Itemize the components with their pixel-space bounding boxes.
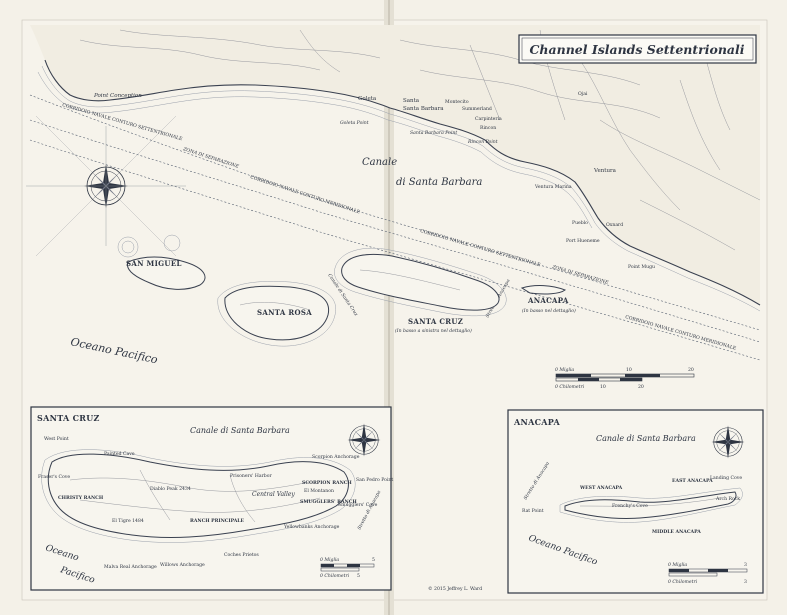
mainland xyxy=(30,25,761,312)
inset-ana-channel: Canale di Santa Barbara xyxy=(596,434,696,443)
svg-text:20: 20 xyxy=(688,367,694,373)
label-santa-barbara-point: Santa Barbara Point xyxy=(410,130,457,136)
label-santa-barbara-l1: Santa xyxy=(403,98,420,104)
svg-text:0 Chilometri: 0 Chilometri xyxy=(668,579,698,585)
svg-text:SCORPION RANCH: SCORPION RANCH xyxy=(302,480,352,486)
label-goleta: Goleta xyxy=(358,96,377,102)
svg-text:20: 20 xyxy=(638,384,644,390)
label-point-conception: Point Conception xyxy=(93,93,142,99)
svg-text:Arch Rock: Arch Rock xyxy=(715,496,740,502)
svg-text:10: 10 xyxy=(600,384,606,390)
island-san-miguel xyxy=(117,234,206,290)
label-anacapa-note: (In basso nel dettaglio) xyxy=(522,307,576,314)
svg-text:0 Miglia: 0 Miglia xyxy=(668,562,687,568)
svg-text:5: 5 xyxy=(357,573,360,579)
svg-text:El Tigre 1484: El Tigre 1484 xyxy=(112,518,144,524)
svg-text:Fraser's Cove: Fraser's Cove xyxy=(38,474,70,480)
svg-text:Malva Real Anchorage: Malva Real Anchorage xyxy=(104,564,157,570)
svg-text:0 Miglia: 0 Miglia xyxy=(320,557,339,563)
svg-text:Scorpion Anchorage: Scorpion Anchorage xyxy=(312,454,360,460)
island-santa-rosa xyxy=(217,281,337,347)
svg-text:5: 5 xyxy=(372,557,375,563)
label-montecito: Montecito xyxy=(445,99,469,105)
label-santa-cruz: SANTA CRUZ xyxy=(408,317,463,326)
label-summerland: Summerland xyxy=(462,106,492,112)
label-ventura-marina: Ventura Marina xyxy=(534,184,572,190)
svg-text:Smugglers' Cove: Smugglers' Cove xyxy=(338,502,378,508)
label-san-miguel: SAN MIGUEL xyxy=(126,259,182,268)
svg-text:0 Miglia: 0 Miglia xyxy=(555,367,574,373)
label-santa-cruz-note: (In basso a sinistra nel dettaglio) xyxy=(395,327,472,334)
svg-text:10: 10 xyxy=(626,367,632,373)
compass-rose-icon xyxy=(26,115,186,257)
svg-text:0 Chilometri: 0 Chilometri xyxy=(320,573,350,579)
svg-text:Coches Prietos: Coches Prietos xyxy=(224,552,259,558)
svg-text:MIDDLE ANACAPA: MIDDLE ANACAPA xyxy=(652,529,701,535)
svg-text:3: 3 xyxy=(744,579,747,585)
label-santa-rosa: SANTA ROSA xyxy=(257,308,312,317)
svg-text:Landing Cove: Landing Cove xyxy=(710,475,742,481)
inset-santa-cruz: SANTA CRUZ Canale di Santa Barbara Ocean… xyxy=(30,406,393,591)
svg-text:El Montanon: El Montanon xyxy=(304,488,334,494)
label-point-mugu: Point Mugu xyxy=(628,264,655,270)
svg-text:CHRISTY RANCH: CHRISTY RANCH xyxy=(58,495,104,501)
label-port-hueneme: Port Hueneme xyxy=(566,238,600,244)
label-goleta-point: Goleta Point xyxy=(340,120,369,126)
label-santa-barbara: Santa Barbara xyxy=(403,106,444,112)
inset-anacapa: ANACAPA Canale di Santa Barbara Oceano P… xyxy=(507,409,764,594)
label-anacapa: ANACAPA xyxy=(527,296,569,305)
svg-text:EAST ANACAPA: EAST ANACAPA xyxy=(672,478,713,484)
label-rincon-point: Rincon Point xyxy=(467,139,498,145)
svg-text:Painted Cave: Painted Cave xyxy=(104,451,135,457)
label-pueblo: Pueblo xyxy=(572,220,588,226)
label-ventura: Ventura xyxy=(593,168,617,174)
inset-sc-channel: Canale di Santa Barbara xyxy=(190,426,290,435)
svg-text:West Point: West Point xyxy=(44,436,69,442)
label-carpinteria: Carpinteria xyxy=(475,116,502,122)
map-title: Channel Islands Settentrionali xyxy=(529,42,744,57)
svg-text:Prisoners' Harbor: Prisoners' Harbor xyxy=(230,473,272,479)
svg-text:San Pedro Point: San Pedro Point xyxy=(356,477,393,483)
map-title-box: Channel Islands Settentrionali xyxy=(518,34,757,64)
svg-text:Rat Point: Rat Point xyxy=(522,508,544,514)
label-rincon: Rincon xyxy=(480,125,496,131)
svg-text:WEST ANACAPA: WEST ANACAPA xyxy=(579,485,623,491)
svg-text:RANCH PRINCIPALE: RANCH PRINCIPALE xyxy=(190,518,245,524)
island-anacapa xyxy=(520,285,566,295)
island-santa-cruz xyxy=(334,247,507,317)
svg-text:3: 3 xyxy=(744,562,747,568)
svg-text:0 Chilometri: 0 Chilometri xyxy=(555,384,585,390)
svg-text:Diablo Peak 2434: Diablo Peak 2434 xyxy=(150,486,191,492)
svg-text:Willows Anchorage: Willows Anchorage xyxy=(160,562,205,568)
svg-text:Yellowbanks Anchorage: Yellowbanks Anchorage xyxy=(283,524,340,530)
label-oxnard: Oxnard xyxy=(606,222,623,228)
svg-text:SMUGGLERS' RANCH: SMUGGLERS' RANCH xyxy=(300,499,357,505)
svg-text:Central Valley: Central Valley xyxy=(252,491,295,498)
svg-text:Frenchy's Cove: Frenchy's Cove xyxy=(612,503,648,509)
map-credit: © 2015 Jeffrey L. Ward xyxy=(428,585,482,592)
inset-sc-title: SANTA CRUZ xyxy=(37,413,100,423)
label-ojai: Ojai xyxy=(578,91,588,97)
main-scale-bar: 0 Miglia 10 20 0 Chilometri 10 20 xyxy=(555,367,695,390)
label-channel-line1: Canale xyxy=(362,157,397,168)
inset-ana-title: ANACAPA xyxy=(513,417,561,427)
label-channel-line2: di Santa Barbara xyxy=(396,177,482,188)
